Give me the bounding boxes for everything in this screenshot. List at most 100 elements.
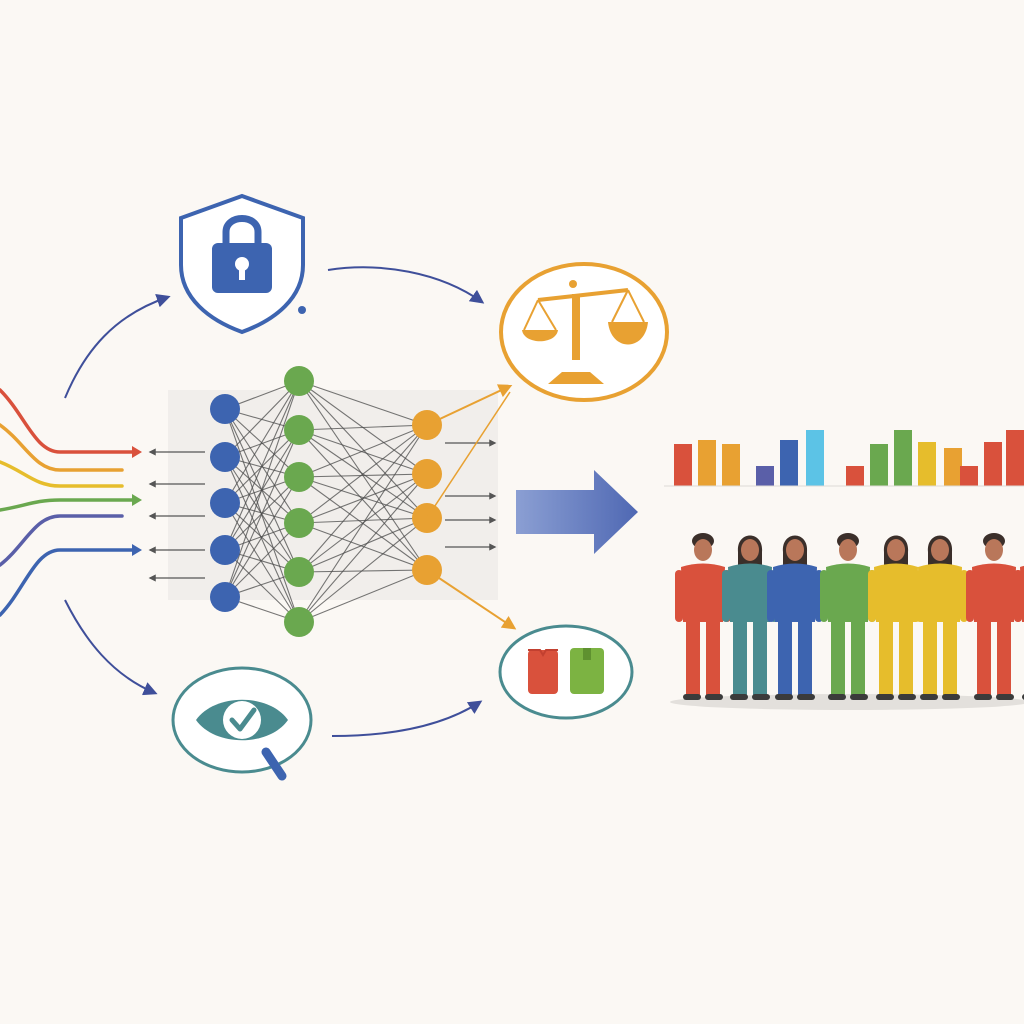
person-leg: [879, 620, 893, 696]
neural-network: [210, 366, 442, 637]
person-leg: [923, 620, 937, 696]
outcome-bar: [846, 466, 864, 486]
person-shoe: [942, 694, 960, 700]
person-figure: [966, 533, 1022, 700]
person-head: [839, 539, 857, 561]
outcome-bar: [894, 430, 912, 486]
person-figure: [767, 535, 823, 700]
person-torso: [972, 563, 1016, 622]
outcome-bar: [960, 466, 978, 486]
network-edge: [298, 424, 428, 623]
outcome-bar: [722, 444, 740, 486]
person-torso: [826, 563, 870, 622]
network-node-blue: [210, 488, 240, 518]
outcome-bar: [984, 442, 1002, 486]
input-stream-arrowhead-blue: [132, 544, 142, 556]
person-arm: [912, 570, 920, 622]
network-edge: [224, 429, 300, 598]
input-stream-purple: [0, 514, 124, 567]
network-edge: [298, 473, 428, 623]
person-leg: [686, 620, 700, 696]
person-arm: [675, 570, 683, 622]
network-node-blue: [210, 442, 240, 472]
network-node-green: [284, 508, 314, 538]
person-leg: [899, 620, 913, 696]
input-stream-arrowhead-red: [132, 446, 142, 458]
person-leg: [997, 620, 1011, 696]
network-edge: [224, 380, 300, 598]
person-shoe: [996, 694, 1014, 700]
person-head: [931, 539, 949, 561]
outcome-bar: [944, 448, 962, 486]
person-head: [786, 539, 804, 561]
input-stream-red: [0, 388, 134, 454]
network-node-green: [284, 462, 314, 492]
person-arm: [722, 570, 730, 622]
eye-check-icon: [171, 666, 313, 781]
network-edge: [298, 424, 428, 524]
network-edge: [298, 517, 428, 573]
network-edge: [298, 476, 428, 519]
network-edge: [298, 380, 428, 426]
arrow-output-to-scale: [426, 384, 513, 426]
person-arm: [767, 570, 775, 622]
input-data-streams: [0, 388, 142, 617]
network-edge: [298, 517, 428, 623]
people-shadow: [670, 694, 1024, 710]
diverse-people-group: [675, 533, 1024, 700]
person-head: [741, 539, 759, 561]
person-shoe: [876, 694, 894, 700]
network-edge: [224, 380, 300, 551]
network-edge: [298, 429, 428, 475]
person-figure: [912, 535, 968, 700]
outcome-bar: [870, 444, 888, 486]
network-node-green: [284, 366, 314, 396]
input-stream-yellow: [0, 460, 124, 488]
person-head: [985, 539, 1003, 561]
network-edge: [224, 522, 300, 598]
person-shoe: [730, 694, 748, 700]
person-leg: [733, 620, 747, 696]
paired-blocks-icon: [498, 624, 634, 720]
network-edge: [298, 429, 428, 571]
person-shoe: [898, 694, 916, 700]
arrow-input-to-shield: [64, 293, 171, 399]
outcome-bar: [674, 444, 692, 486]
balance-scale-icon: [499, 262, 669, 402]
network-node-blue: [210, 535, 240, 565]
network-node-blue: [210, 394, 240, 424]
network-edge: [298, 424, 428, 573]
arrow-shield-to-scale: [327, 266, 485, 304]
arrow-eye-to-outcome: [331, 700, 483, 737]
input-stream-green: [0, 498, 134, 512]
network-edge: [224, 380, 300, 458]
person-arm: [820, 570, 828, 622]
network-edge: [298, 517, 428, 524]
arrow-input-to-eye: [64, 599, 158, 696]
network-node-green: [284, 607, 314, 637]
network-node-green: [284, 415, 314, 445]
person-shoe: [850, 694, 868, 700]
network-edge: [224, 380, 300, 504]
outcome-bar: [806, 430, 824, 486]
person-shoe: [797, 694, 815, 700]
input-stream-blue: [0, 548, 134, 617]
person-shoe: [920, 694, 938, 700]
person-shoe: [705, 694, 723, 700]
network-edge: [298, 424, 428, 478]
person-figure: [868, 535, 924, 700]
outcome-bar: [1006, 430, 1024, 486]
right-arrow-icon: [516, 470, 638, 554]
person-shoe: [683, 694, 701, 700]
person-head: [887, 539, 905, 561]
person-leg: [706, 620, 720, 696]
network-edge: [224, 456, 300, 623]
person-torso: [728, 563, 772, 622]
person-leg: [831, 620, 845, 696]
network-edge: [298, 569, 428, 623]
person-figure: [820, 533, 876, 700]
person-arm: [966, 570, 974, 622]
input-stream-arrowhead-green: [132, 494, 142, 506]
person-shoe: [974, 694, 992, 700]
